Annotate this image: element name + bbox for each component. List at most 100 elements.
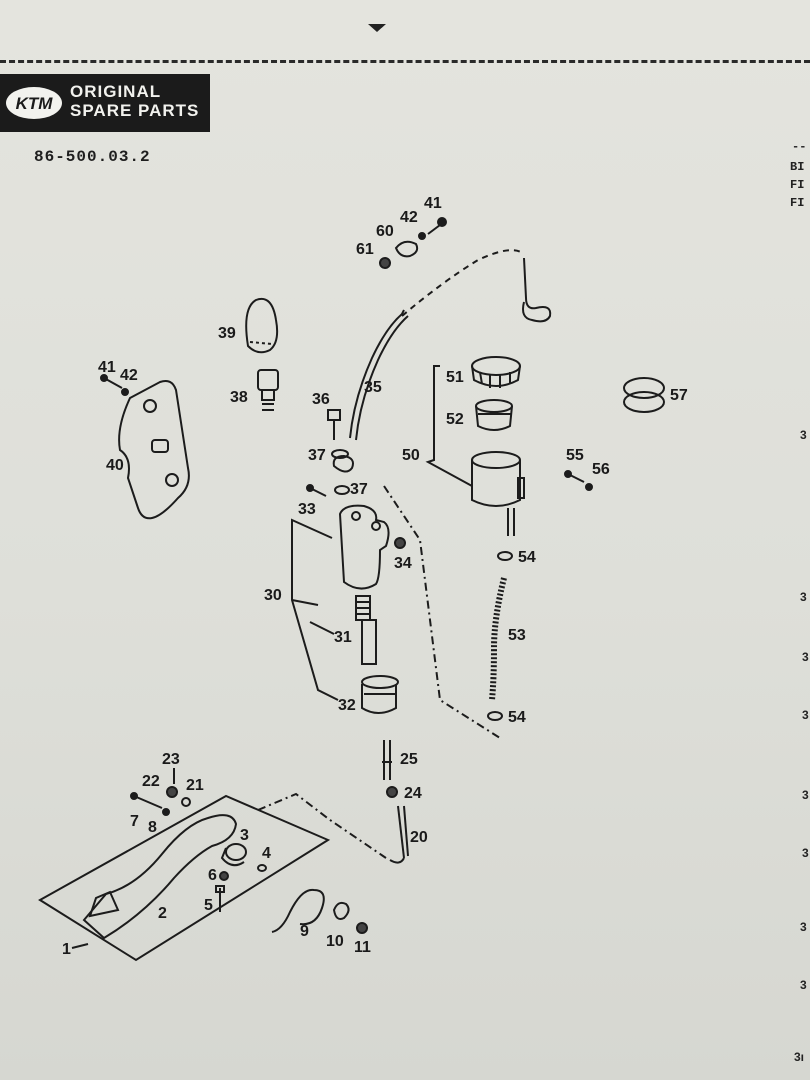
nut-34-icon bbox=[394, 537, 406, 549]
banjo-37-fitting-icon bbox=[332, 454, 354, 473]
edge-num-8: 3 bbox=[800, 978, 807, 992]
rod-20-icon bbox=[389, 805, 409, 864]
callout-60: 60 bbox=[376, 223, 394, 240]
guide-line-pedal bbox=[257, 792, 387, 859]
washer-42-left-icon bbox=[121, 388, 129, 396]
washer-56-icon bbox=[585, 483, 593, 491]
brand-line-spare-parts: SPARE PARTS bbox=[70, 101, 200, 120]
callout-35: 35 bbox=[364, 379, 382, 396]
callout-54-upper: 54 bbox=[518, 549, 536, 566]
nut-22-icon bbox=[166, 786, 178, 798]
bolt-33-icon bbox=[306, 484, 327, 497]
edge-num-6: 3 bbox=[802, 846, 809, 860]
callout-40: 40 bbox=[106, 457, 124, 474]
callout-57: 57 bbox=[670, 387, 688, 404]
callout-4: 4 bbox=[262, 845, 271, 862]
callout-1: 1 bbox=[62, 941, 71, 958]
callout-25: 25 bbox=[400, 751, 418, 768]
edge-num-7: 3 bbox=[800, 920, 807, 934]
nut-11-icon bbox=[356, 922, 368, 934]
callout-7: 7 bbox=[130, 813, 139, 830]
clamp-54-lower-icon bbox=[487, 711, 503, 721]
ring-57-icon bbox=[623, 377, 665, 413]
brake-hose-35-icon bbox=[349, 309, 405, 439]
group-50-bracket bbox=[425, 365, 473, 487]
callout-8: 8 bbox=[148, 819, 157, 836]
washer-8-icon bbox=[162, 808, 170, 816]
callout-52: 52 bbox=[446, 411, 464, 428]
callout-3: 3 bbox=[240, 827, 249, 844]
switch-38-icon bbox=[257, 369, 279, 411]
nut-24-icon bbox=[386, 786, 398, 798]
reservoir-cap-51-icon bbox=[471, 356, 521, 388]
clamp-60-icon bbox=[394, 240, 419, 258]
washer-37-lower-icon bbox=[334, 485, 350, 495]
spacer-4-icon bbox=[257, 864, 267, 872]
edge-num-4: 3 bbox=[802, 708, 809, 722]
edge-text-1: BI bbox=[790, 160, 805, 174]
brand-line-original: ORIGINAL bbox=[70, 82, 162, 101]
callout-20: 20 bbox=[410, 829, 428, 846]
callout-55: 55 bbox=[566, 447, 584, 464]
callout-9: 9 bbox=[300, 923, 309, 940]
page-top-mark bbox=[368, 24, 386, 32]
edge-num-2: 3 bbox=[800, 590, 807, 604]
bolt-41-left-icon bbox=[100, 374, 123, 389]
reservoir-50-icon bbox=[471, 451, 525, 536]
edge-num-3: 3 bbox=[802, 650, 809, 664]
callout-54-lower: 54 bbox=[508, 709, 526, 726]
callout-61: 61 bbox=[356, 241, 374, 258]
hose-dashed-route bbox=[401, 249, 525, 317]
callout-51: 51 bbox=[446, 369, 464, 386]
edge-dash: -- bbox=[792, 140, 807, 154]
callout-24: 24 bbox=[404, 785, 422, 802]
catalog-part-number: 86-500.03.2 bbox=[34, 148, 151, 166]
callout-39: 39 bbox=[218, 325, 236, 342]
callout-53: 53 bbox=[508, 627, 526, 644]
banjo-fitting-top-icon bbox=[522, 257, 552, 323]
boot-32-icon bbox=[361, 675, 399, 714]
callout-32: 32 bbox=[338, 697, 356, 714]
callout-42-top: 42 bbox=[400, 209, 418, 226]
heel-guard-40-icon bbox=[118, 380, 190, 520]
edge-text-3: FI bbox=[790, 196, 805, 210]
master-cylinder-body-icon bbox=[338, 504, 390, 590]
callout-38: 38 bbox=[230, 389, 248, 406]
callout-34: 34 bbox=[394, 555, 412, 572]
callout-37-lower: 37 bbox=[350, 481, 368, 498]
reservoir-hose-53-icon bbox=[489, 577, 507, 701]
bolt-5-icon bbox=[215, 885, 225, 912]
callout-2: 2 bbox=[158, 905, 167, 922]
callout-42-left: 42 bbox=[120, 367, 138, 384]
callout-50: 50 bbox=[402, 447, 420, 464]
callout-36: 36 bbox=[312, 391, 330, 408]
callout-21: 21 bbox=[186, 777, 204, 794]
callout-23: 23 bbox=[162, 751, 180, 768]
bolt-7-icon bbox=[130, 792, 163, 809]
callout-10: 10 bbox=[326, 933, 344, 950]
bolt-55-icon bbox=[564, 470, 585, 483]
clamp-54-upper-icon bbox=[497, 551, 513, 561]
callout-30: 30 bbox=[264, 587, 282, 604]
callout-11: 11 bbox=[354, 939, 371, 956]
pedal-assembly-frame bbox=[38, 794, 331, 962]
callout-37-upper: 37 bbox=[308, 447, 326, 464]
spring-9-icon bbox=[271, 888, 325, 933]
callout-33: 33 bbox=[298, 501, 316, 518]
edge-text-2: FI bbox=[790, 178, 805, 192]
brake-pedal-2-icon bbox=[82, 814, 238, 940]
callout-41-top: 41 bbox=[424, 195, 442, 212]
callout-22: 22 bbox=[142, 773, 160, 790]
cap-39-icon bbox=[245, 298, 279, 354]
bolt-41-top-icon bbox=[427, 217, 447, 235]
banjo-bolt-36-icon bbox=[327, 409, 341, 440]
callout-5: 5 bbox=[204, 897, 213, 914]
logo-text: KTM bbox=[16, 94, 54, 113]
edge-num-1: 3 bbox=[800, 428, 807, 442]
header-dashed-rule bbox=[0, 60, 810, 63]
washer-37-upper-icon bbox=[331, 449, 349, 459]
clip-10-icon bbox=[332, 901, 350, 920]
pushrod-25-icon bbox=[382, 740, 392, 780]
callout-41-left: 41 bbox=[98, 359, 116, 376]
